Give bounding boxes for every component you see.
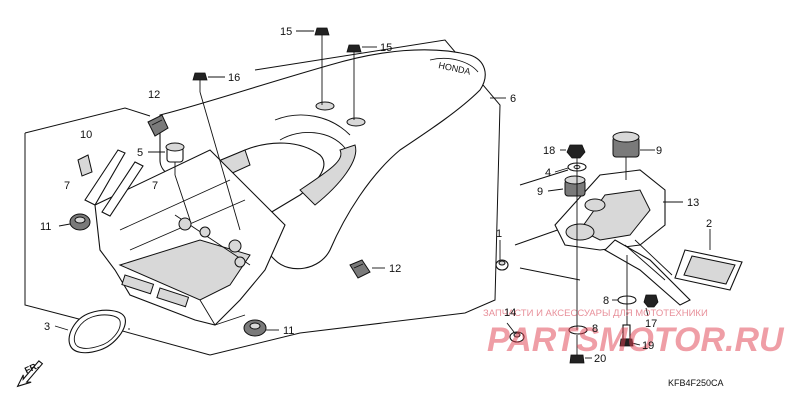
- grommet-bottom: [243, 319, 267, 337]
- collar: [165, 142, 185, 175]
- label-4: 4: [545, 167, 551, 179]
- clip-lower: [349, 259, 371, 279]
- label-2: 2: [706, 218, 712, 230]
- label-12-b: 12: [389, 263, 401, 275]
- nut-18: [566, 144, 586, 159]
- front-arrow-icon: [16, 360, 44, 388]
- label-9-a: 9: [656, 145, 662, 157]
- label-7-a: 7: [64, 180, 70, 192]
- license-bracket: [554, 169, 691, 306]
- label-12-a: 12: [148, 89, 160, 101]
- rear-fender: HONDA: [159, 49, 486, 270]
- bolt-15-b: [346, 44, 362, 62]
- inner-fender-frame: [94, 149, 286, 326]
- label-8-b: 8: [592, 323, 598, 335]
- label-9-b: 9: [537, 186, 543, 198]
- watermark: ЗАПЧАСТИ И АКСЕССУАРЫ ДЛЯ МОТОТЕХНИКИ PA…: [483, 308, 785, 359]
- reflector: [674, 249, 743, 291]
- part-labels: 15 15 16 12 6 10 5 7 7 11 12 3 11 18 9 4…: [40, 26, 712, 365]
- watermark-tagline: ЗАПЧАСТИ И АКСЕССУАРЫ ДЛЯ МОТОТЕХНИКИ: [483, 308, 708, 319]
- left-leader-lines: [54, 30, 506, 331]
- label-8-a: 8: [603, 295, 609, 307]
- label-14: 14: [504, 307, 516, 319]
- label-19: 19: [642, 340, 654, 352]
- collar-1: [495, 259, 509, 271]
- nut-17: [643, 294, 659, 308]
- label-11-a: 11: [40, 221, 51, 233]
- clip-upper: [147, 114, 169, 137]
- label-20: 20: [594, 353, 606, 365]
- rubber-band: [68, 309, 126, 354]
- collar-14: [509, 331, 525, 343]
- label-7-b: 7: [152, 180, 158, 192]
- label-13: 13: [687, 197, 699, 209]
- grommet-left: [69, 213, 91, 231]
- label-16: 16: [228, 72, 240, 84]
- washer-8-lower: [568, 325, 588, 335]
- diagram-code: KFB4F250CA: [668, 378, 724, 388]
- label-11-b: 11: [283, 325, 294, 337]
- right-leader-lines: [506, 149, 711, 359]
- label-17: 17: [645, 318, 657, 330]
- label-15-a: 15: [280, 26, 292, 38]
- label-3: 3: [44, 321, 50, 333]
- bolt-16: [192, 72, 208, 92]
- label-1: 1: [496, 228, 502, 240]
- label-5: 5: [137, 147, 143, 159]
- label-15-b: 15: [380, 42, 392, 54]
- watermark-brand: PARTSMOTOR.RU: [487, 321, 785, 359]
- bolt-20: [569, 335, 585, 364]
- front-direction-indicator: FR.: [16, 360, 44, 388]
- label-18: 18: [543, 145, 555, 157]
- bolt-15-a: [314, 27, 330, 45]
- bolt-19: [619, 324, 634, 347]
- label-10: 10: [80, 129, 92, 141]
- bushing-left: [564, 175, 586, 197]
- strap-pair: [77, 149, 144, 217]
- bushing-upper: [612, 131, 640, 158]
- label-6: 6: [510, 93, 516, 105]
